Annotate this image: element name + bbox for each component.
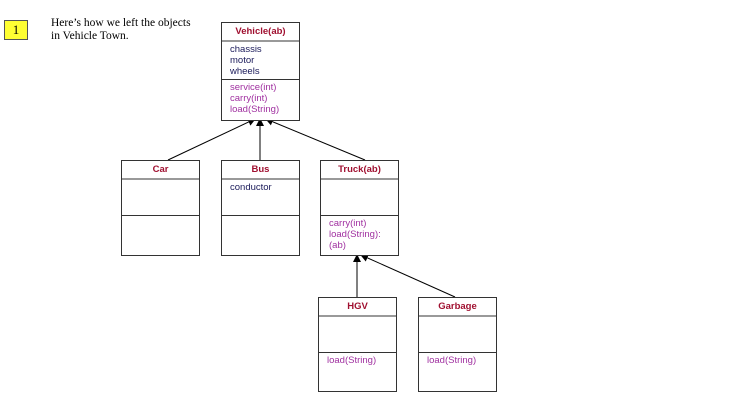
class-garbage: Garbage load(String) bbox=[418, 297, 497, 392]
attribute: chassis bbox=[230, 44, 262, 55]
arrow-garbage-truck bbox=[360, 254, 456, 298]
arrow-car-vehicle bbox=[167, 118, 256, 161]
class-methods bbox=[222, 216, 299, 255]
class-attributes bbox=[321, 180, 398, 216]
attribute: wheels bbox=[230, 66, 260, 77]
caption: Here’s how we left the objects in Vehicl… bbox=[51, 17, 191, 42]
attribute: conductor bbox=[230, 182, 272, 193]
method: carry(int) bbox=[329, 218, 367, 229]
class-methods: load(String) bbox=[319, 353, 396, 391]
method: service(int) bbox=[230, 82, 277, 93]
method: load(String) bbox=[327, 355, 377, 366]
class-attributes: conductor bbox=[222, 180, 299, 216]
class-name: Garbage bbox=[419, 298, 496, 317]
class-name: HGV bbox=[319, 298, 396, 317]
class-name: Bus bbox=[222, 161, 299, 180]
class-methods: service(int)carry(int)load(String) bbox=[222, 80, 299, 120]
class-attributes bbox=[122, 180, 199, 216]
class-attributes bbox=[419, 317, 496, 353]
class-name: Car bbox=[122, 161, 199, 180]
method: load(String) bbox=[427, 355, 477, 366]
method: (ab) bbox=[329, 240, 346, 251]
class-attributes bbox=[319, 317, 396, 353]
class-methods: carry(int)load(String):(ab) bbox=[321, 216, 398, 255]
class-car: Car bbox=[121, 160, 200, 256]
method: load(String) bbox=[230, 104, 280, 115]
class-hgv: HGV load(String) bbox=[318, 297, 397, 392]
method: carry(int) bbox=[230, 93, 268, 104]
class-truck: Truck(ab) carry(int)load(String):(ab) bbox=[320, 160, 399, 256]
class-methods bbox=[122, 216, 199, 255]
class-name: Truck(ab) bbox=[321, 161, 398, 180]
arrow-truck-vehicle bbox=[265, 117, 366, 161]
method: load(String): bbox=[329, 229, 381, 240]
slide-number-badge: 1 bbox=[4, 20, 28, 40]
class-methods: load(String) bbox=[419, 353, 496, 391]
class-bus: Bus conductor bbox=[221, 160, 300, 256]
class-name: Vehicle(ab) bbox=[222, 23, 299, 42]
attribute: motor bbox=[230, 55, 255, 66]
